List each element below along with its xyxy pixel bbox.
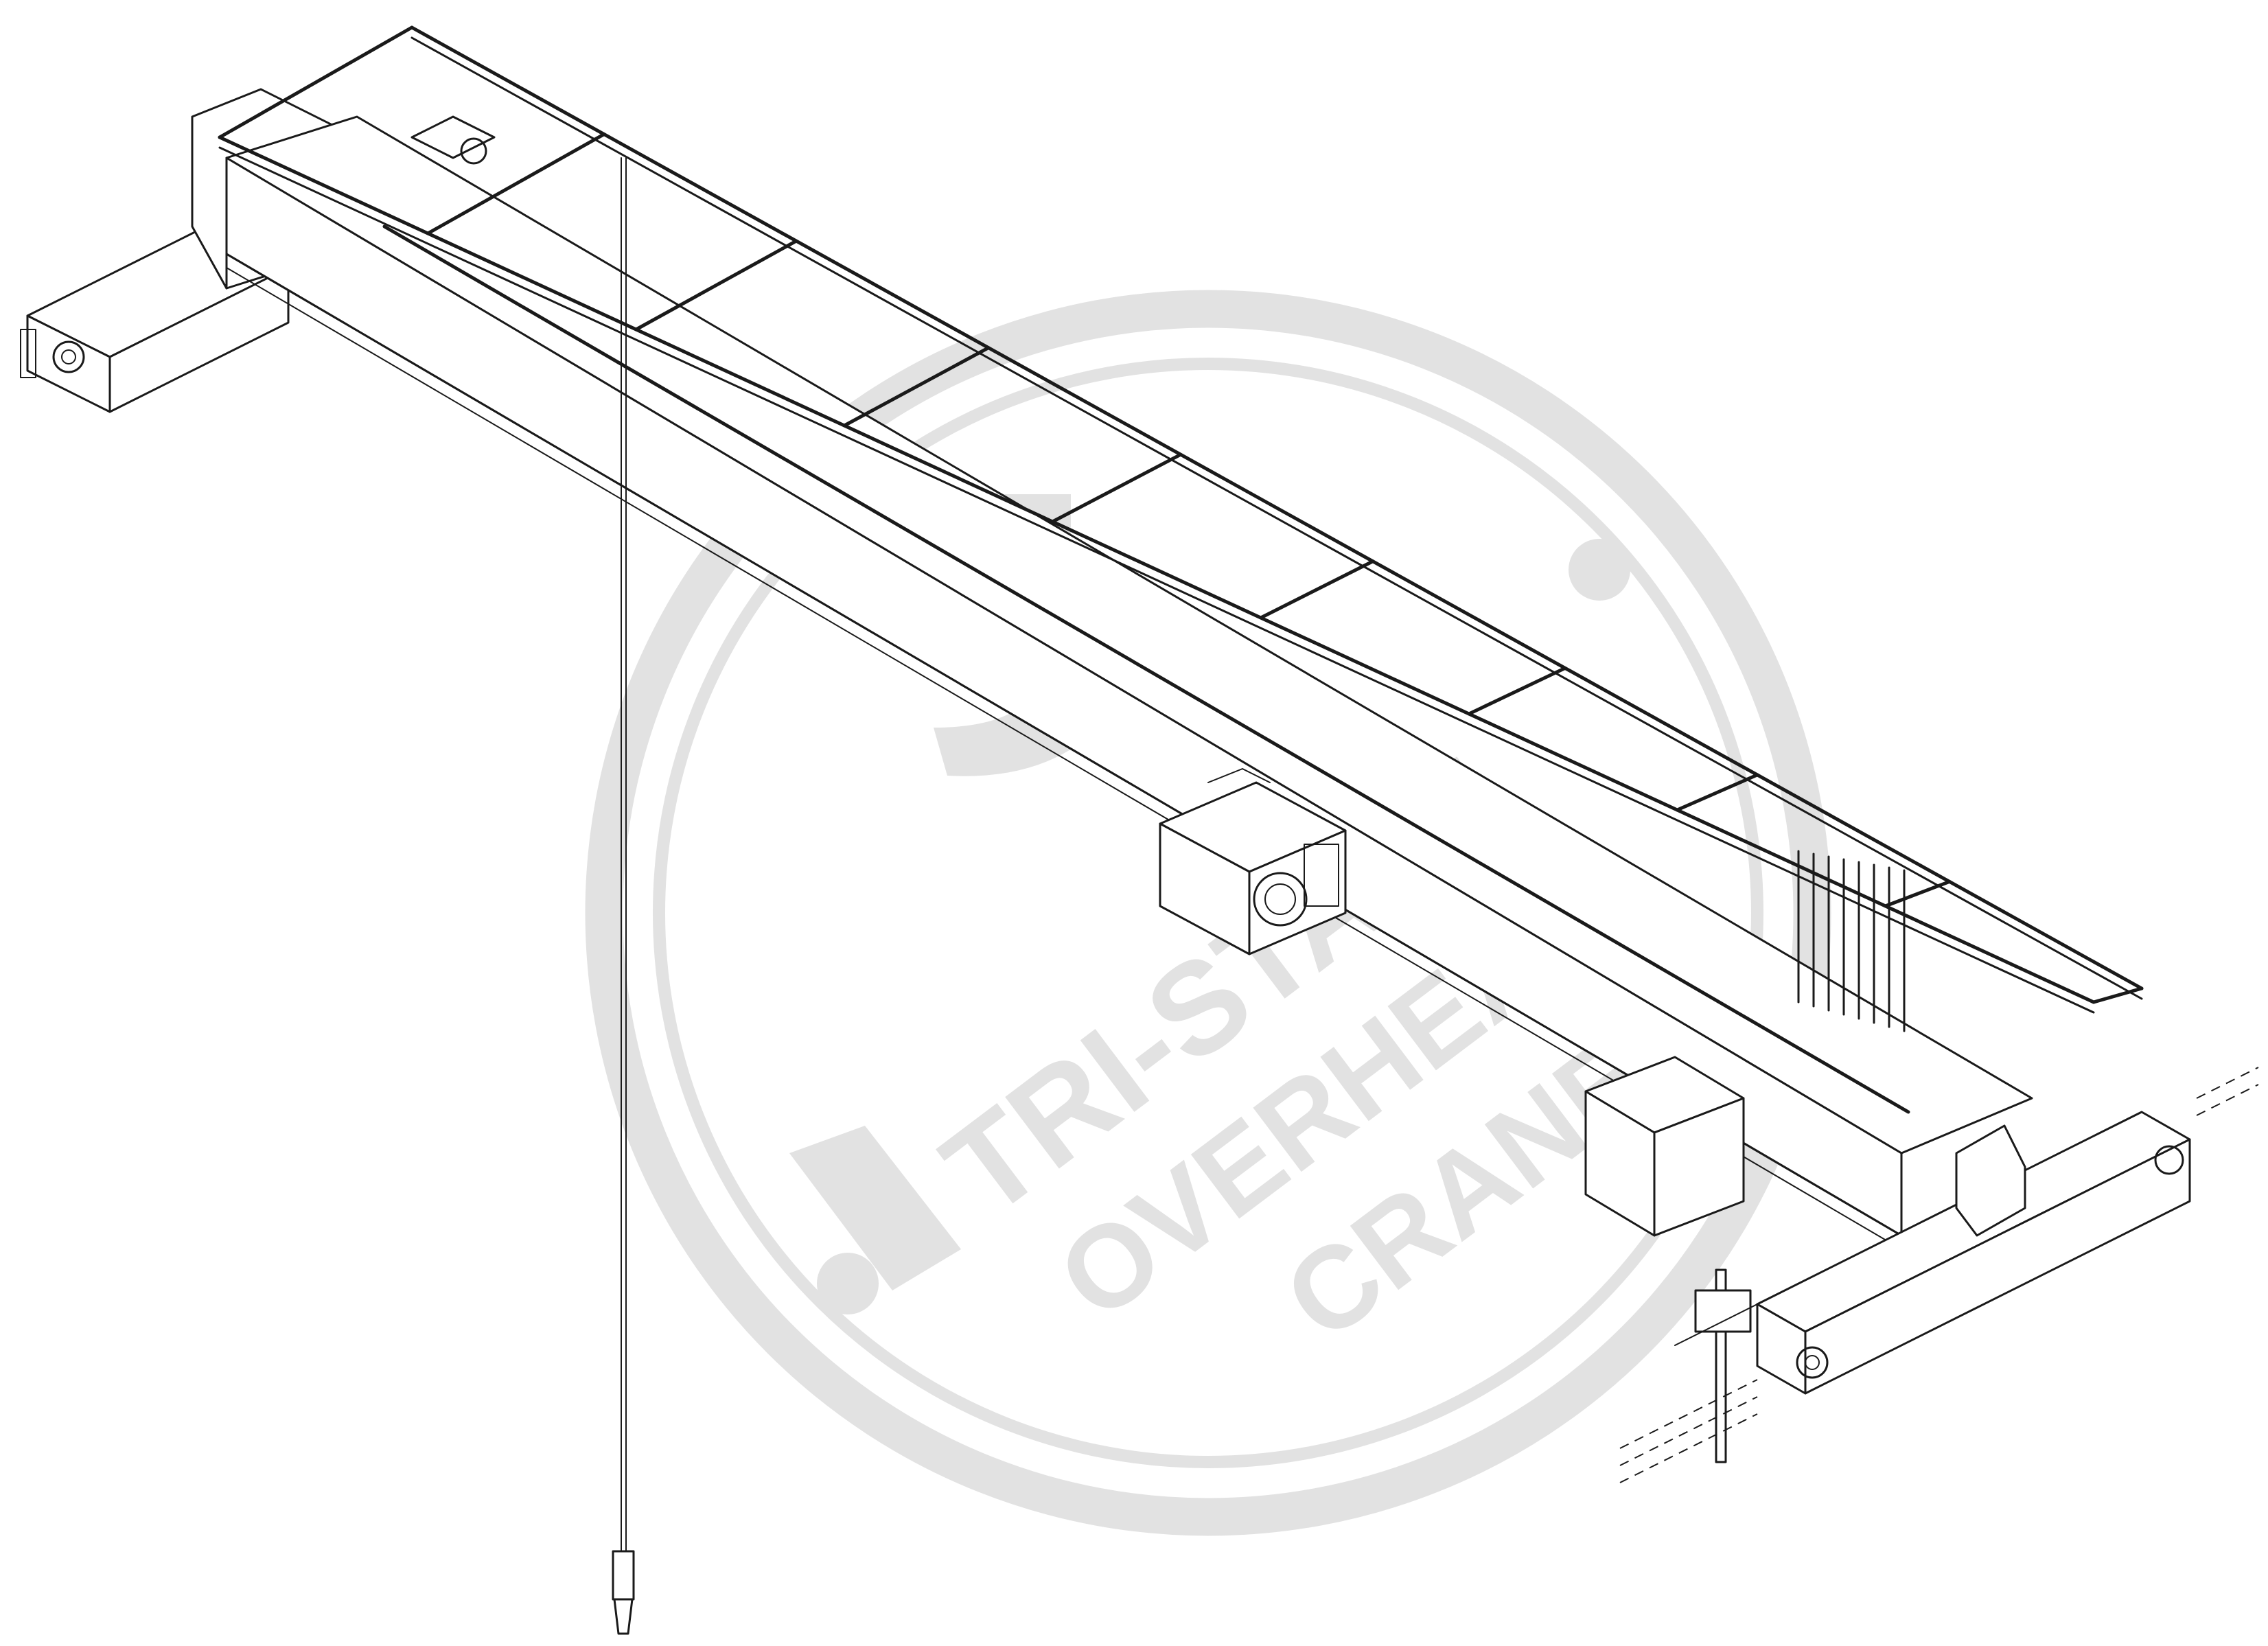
watermark-state-shape-icon: [789, 1126, 961, 1290]
watermark-dot-left: [817, 1253, 879, 1314]
walkway-crossbar: [842, 346, 991, 428]
walkway-crossbar: [1050, 452, 1183, 524]
walkway-crossbar: [634, 239, 798, 332]
runway-centerlines: [1619, 1067, 2259, 1483]
walkway-rails: [218, 25, 2144, 1114]
hoist-trolley: [1159, 768, 1347, 955]
runway-bracket: [1674, 1268, 1785, 1463]
walkway-crossbar: [426, 132, 606, 235]
watermark-inner-ring: [653, 358, 1763, 1468]
walkway-crossbar: [1675, 773, 1759, 812]
watermark-dot-right: [1569, 539, 1630, 601]
control-panel: [1584, 1056, 1745, 1237]
hook-block: [612, 1550, 635, 1635]
walkway-crossbar: [1467, 666, 1567, 716]
girder-saddle-near: [1955, 1124, 2026, 1237]
walkway-crossbar: [2092, 986, 2144, 1004]
bridge-drive-motor: [410, 115, 496, 165]
watermark-outer-ring: [585, 290, 1831, 1536]
walkway-crossbar: [1884, 879, 1952, 908]
hoist-rope: [621, 157, 627, 1552]
walkway-crossbars: [218, 25, 2144, 1004]
main-girder: [225, 115, 2033, 1250]
walkway-crossbar: [1259, 559, 1375, 620]
walkway-crossbar: [218, 25, 414, 139]
festoon-cables: [1797, 850, 1906, 1032]
